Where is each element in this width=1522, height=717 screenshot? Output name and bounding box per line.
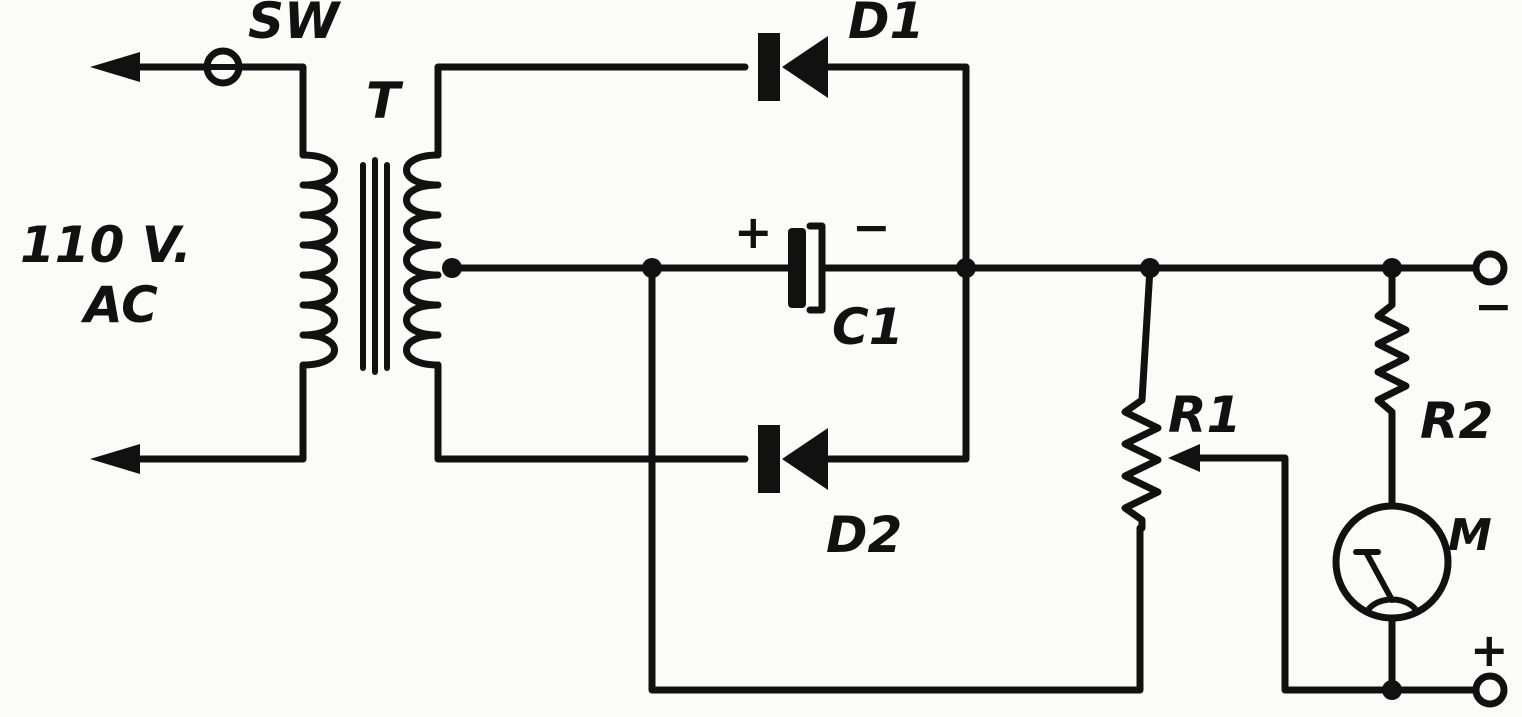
- potentiometer-r1: [1121, 264, 1396, 694]
- label-input-type: AC: [80, 276, 158, 334]
- center-tap-wire: [442, 258, 1144, 694]
- diode-d2: [758, 264, 970, 493]
- label-switch: SW: [248, 0, 342, 50]
- label-resistor2: R2: [1420, 392, 1493, 450]
- switch-terminal: [203, 47, 307, 159]
- label-capacitor: C1: [832, 298, 903, 356]
- negative-rail: [956, 258, 1479, 278]
- label-cap-plus: +: [734, 205, 773, 259]
- output-plus-terminal[interactable]: [1472, 672, 1508, 708]
- transformer-core: [360, 157, 390, 375]
- meter-m: [1332, 502, 1479, 700]
- output-minus-terminal[interactable]: [1472, 250, 1508, 286]
- label-cap-minus: −: [852, 200, 891, 254]
- capacitor-c1: [788, 222, 970, 314]
- label-meter: M: [1448, 510, 1492, 561]
- label-output-plus: +: [1470, 623, 1509, 677]
- input-top-wire: [90, 52, 209, 82]
- input-bottom-wire: [90, 381, 307, 474]
- secondary-coil: [403, 63, 749, 463]
- resistor-r2: [1374, 264, 1410, 509]
- primary-coil: [299, 151, 338, 389]
- label-diode1: D1: [848, 0, 924, 50]
- label-resistor1: R1: [1168, 386, 1241, 444]
- label-input-voltage: 110 V.: [20, 216, 192, 274]
- label-output-minus: −: [1474, 279, 1513, 333]
- label-diode2: D2: [826, 506, 902, 564]
- diode-d1: [758, 33, 970, 272]
- label-transformer: T: [366, 72, 404, 130]
